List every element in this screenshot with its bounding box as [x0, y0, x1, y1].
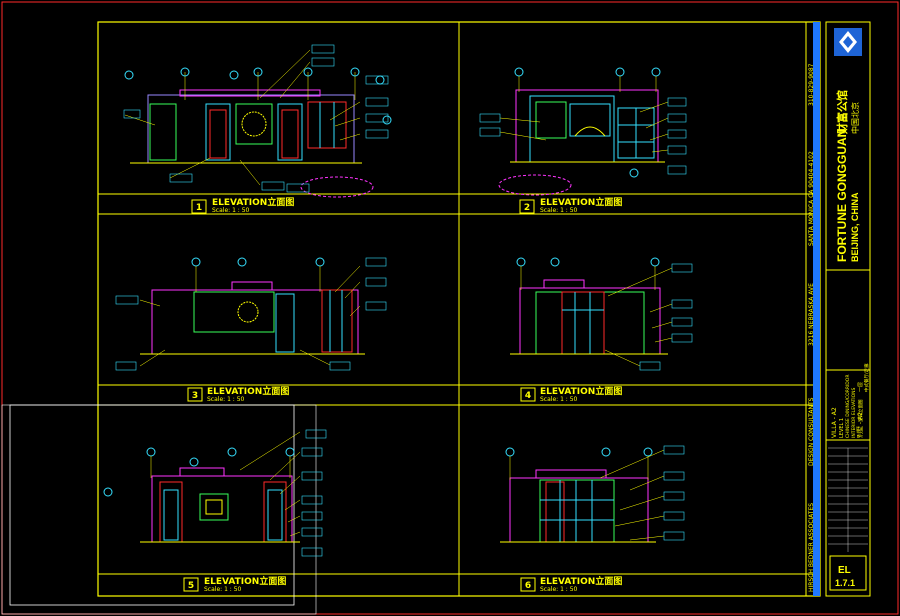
elevation-4-drawing [510, 257, 693, 371]
firm-phone: 310-829-9087 [808, 63, 815, 106]
view-number: 2 [524, 203, 530, 213]
view-scale: Scale: 1 : 50 [204, 586, 242, 593]
sheet-number-prefix: EL [838, 565, 851, 576]
desc-line-2: INTERIOR ELEVATIONS [851, 387, 857, 438]
elevation-1-drawing [123, 44, 392, 198]
view-number: 5 [188, 581, 194, 591]
view-title: ELEVATION立面图 [540, 196, 622, 208]
firm-consultants: DESIGN CONSULTANTS [808, 397, 815, 466]
level-label-cn: 一层 [858, 382, 864, 392]
view-scale: Scale: 1 : 50 [207, 396, 245, 403]
project-name-cn: 财富公馆 [835, 90, 849, 135]
view-number: 4 [525, 391, 531, 401]
overlay-rect-b [1, 404, 317, 615]
view-title: ELEVATION立面图 [204, 575, 286, 587]
desc2-cn: 室内立面图 [857, 399, 864, 422]
view-title: ELEVATION立面图 [540, 575, 622, 587]
level-label: LEVEL 1 [839, 418, 845, 438]
villa-label-cn: 别墅 - A2 [856, 412, 864, 438]
view-label-1: 1 ELEVATION立面图 Scale: 1 : 50 [191, 196, 294, 214]
view-number: 6 [525, 581, 531, 591]
title-block [825, 21, 871, 597]
view-label-4: 4 ELEVATION立面图 Scale: 1 : 50 [520, 385, 622, 403]
view-label-6: 6 ELEVATION立面图 Scale: 1 : 50 [520, 575, 622, 593]
villa-label: VILLA - A2 [831, 407, 838, 438]
view-label-2: 2 ELEVATION立面图 Scale: 1 : 50 [519, 196, 622, 214]
view-title: ELEVATION立面图 [207, 385, 289, 397]
view-scale: Scale: 1 : 50 [540, 586, 578, 593]
elevation-3-drawing [115, 257, 387, 371]
view-number: 1 [196, 203, 202, 213]
firm-city: SANTA MONICA CA 90404-4102 [808, 151, 815, 246]
view-label-5: 5 ELEVATION立面图 Scale: 1 : 50 [183, 575, 286, 593]
elevation-5-drawing [103, 429, 327, 557]
project-name: FORTUNE GONGGUAN [835, 129, 849, 262]
firm-name: HIRSCH BEDNER ASSOCIATES [808, 503, 815, 592]
project-location: BEIJING, CHINA [850, 192, 860, 262]
project-location-cn: 中国北京 [850, 102, 860, 134]
view-scale: Scale: 1 : 50 [540, 207, 578, 214]
elevation-6-drawing [500, 445, 685, 543]
view-title: ELEVATION立面图 [212, 196, 294, 208]
desc-cn: 中式餐厅/走廊 [863, 363, 870, 392]
sheet-number-box [829, 555, 867, 591]
view-scale: Scale: 1 : 50 [540, 396, 578, 403]
firm-address: 3216 NEBRASKA AVE [808, 283, 815, 346]
desc-line-1: CHINESE DINING/CORRIDOR [845, 375, 851, 438]
view-scale: Scale: 1 : 50 [212, 207, 250, 214]
view-title: ELEVATION立面图 [540, 385, 622, 397]
blue-strip [813, 22, 820, 596]
sheet-number: 1.7.1 [835, 578, 855, 588]
elevation-2-drawing [479, 67, 687, 196]
view-label-3: 3 ELEVATION立面图 Scale: 1 : 50 [187, 385, 289, 403]
view-number: 3 [192, 391, 198, 401]
